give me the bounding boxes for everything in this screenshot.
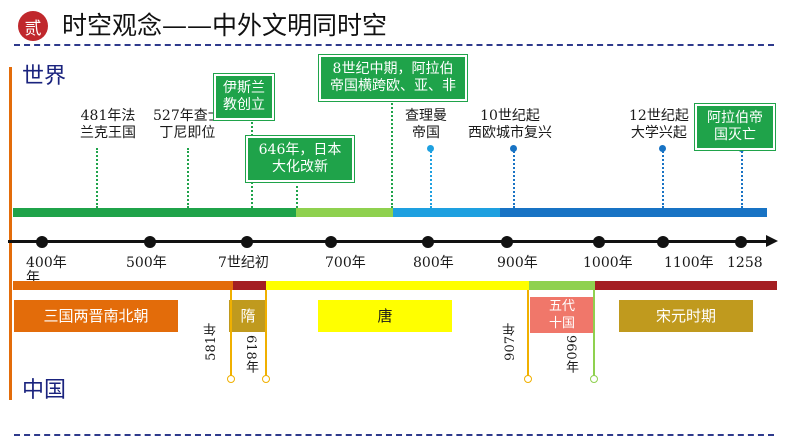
- china-band-orange: [13, 281, 233, 290]
- year-line-907: [527, 290, 529, 378]
- tick-label-7c: 7世纪初: [218, 255, 269, 271]
- year-dot-618: [262, 375, 270, 383]
- event-abbasid-fall: 阿拉伯帝 国灭亡: [695, 104, 775, 150]
- left-vertical-axis: [9, 67, 12, 400]
- period-song-yuan: 宋元时期: [619, 300, 753, 332]
- tick-dot-400: [36, 236, 48, 248]
- event-line-abbasid: [741, 148, 743, 208]
- tick-label-500: 500年: [126, 255, 167, 271]
- tick-label-800: 800年: [413, 255, 454, 271]
- china-label: 中国: [22, 378, 67, 403]
- tick-dot-7c: [241, 236, 253, 248]
- period-tang: 唐: [318, 300, 452, 332]
- event-line-12c: [662, 148, 664, 208]
- tick-label-700: 700年: [325, 255, 366, 271]
- event-line-charlemagne: [430, 148, 432, 208]
- period-five-dynasties: 五代 十国: [530, 297, 594, 333]
- event-charlemagne: 查理曼 帝国: [405, 108, 447, 141]
- tick-label-1258: 1258: [727, 255, 763, 271]
- event-dot-charlemagne: [427, 145, 434, 152]
- header-divider: [14, 44, 774, 46]
- event-taika: 646年，日本 大化改新: [246, 136, 354, 182]
- tick-dot-1100: [657, 236, 669, 248]
- year-label-907: 907年: [503, 323, 518, 361]
- tick-label-400: 400年: [26, 255, 67, 271]
- event-line-8c: [391, 96, 393, 208]
- year-line-581: [230, 290, 232, 378]
- world-band-light-green: [296, 208, 393, 217]
- tick-dot-700: [325, 236, 337, 248]
- world-band-blue: [500, 208, 767, 217]
- china-band-tang: [266, 281, 529, 290]
- tick-dot-1000: [593, 236, 605, 248]
- period-three-kingdoms: 三国两晋南北朝: [14, 300, 178, 332]
- event-line-481: [96, 148, 98, 208]
- tick-label-1000: 1000年: [583, 255, 633, 271]
- timeline-arrow-head: [766, 235, 778, 247]
- world-label: 世界: [22, 64, 67, 89]
- year-line-960: [593, 290, 595, 378]
- event-line-527: [187, 148, 189, 208]
- event-dot-12c: [659, 145, 666, 152]
- tick-dot-500: [144, 236, 156, 248]
- event-islam: 伊斯兰 教创立: [214, 74, 274, 120]
- year-label-960: 960年: [563, 335, 578, 373]
- footer-divider: [14, 434, 774, 436]
- tick-label-900: 900年: [497, 255, 538, 271]
- tick-dot-900: [501, 236, 513, 248]
- year-dot-581: [227, 375, 235, 383]
- year-dot-907: [524, 375, 532, 383]
- year-dot-960: [590, 375, 598, 383]
- header-badge: 贰: [18, 11, 48, 41]
- year-line-618: [265, 290, 267, 378]
- event-8c-arab: 8世纪中期，阿拉伯 帝国横跨欧、亚、非: [319, 55, 467, 101]
- china-band-five-dynasties: [529, 281, 595, 290]
- page-title: 时空观念——中外文明同时空: [62, 11, 388, 40]
- tick-label-1100: 1100年: [664, 255, 714, 271]
- timeline-axis: [8, 240, 772, 243]
- china-band-song-yuan: [595, 281, 777, 290]
- event-line-10c: [513, 148, 515, 208]
- event-527: 527年查士 丁尼即位: [153, 108, 222, 141]
- event-481: 481年法 兰克王国: [80, 108, 136, 141]
- event-10c: 10世纪起 西欧城市复兴: [468, 108, 552, 141]
- event-12c: 12世纪起 大学兴起: [629, 108, 689, 141]
- year-label-581: 581年: [204, 323, 219, 361]
- world-band-green: [13, 208, 296, 217]
- china-band-sui: [233, 281, 266, 290]
- event-line-taika: [296, 181, 298, 208]
- badge-text: 贰: [24, 18, 42, 39]
- world-band-sky-blue: [393, 208, 500, 217]
- year-label-618: 618年: [243, 335, 258, 373]
- tick-dot-800: [422, 236, 434, 248]
- tick-dot-1258: [735, 236, 747, 248]
- event-dot-10c: [510, 145, 517, 152]
- period-sui: 隋: [229, 300, 267, 332]
